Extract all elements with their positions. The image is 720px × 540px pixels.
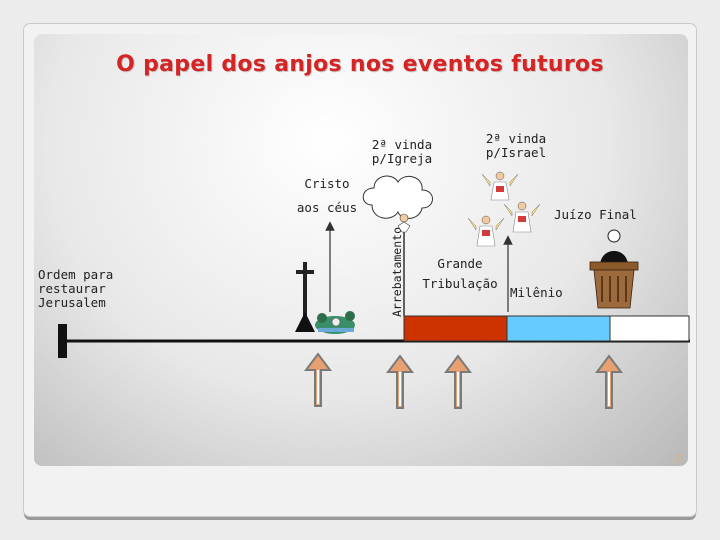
label-line: Tribulação [422, 276, 498, 291]
slide-title: O papel dos anjos nos eventos futuros [116, 52, 604, 77]
label-line: Grande [437, 256, 483, 271]
label-christ-to-heaven: Cristo aos céus [292, 172, 362, 220]
label-great-tribulation: Grande Tribulação [420, 254, 500, 294]
millennium-bar [506, 315, 611, 342]
angel-icon [467, 215, 505, 247]
arrow-highlight [399, 372, 401, 406]
label-order-restore-jerusalem: Ordem para restaurar Jerusalem [38, 268, 128, 310]
empty-tomb-icon [315, 311, 355, 334]
page-number: 13 [668, 452, 682, 465]
tribulation-bar [403, 315, 508, 342]
arrow-highlight [608, 372, 610, 406]
cloud-icon [362, 175, 433, 219]
label-line: Cristo [304, 176, 350, 191]
label-line: 2ª vinda [371, 137, 433, 152]
label-line: restaurar [38, 281, 106, 296]
label-line: aos céus [296, 200, 358, 215]
angel-icon [397, 213, 411, 233]
label-line: 2ª vinda [485, 131, 547, 146]
judge-pulpit-icon [589, 229, 639, 309]
angel-icon [481, 171, 519, 201]
slide-panel [34, 34, 688, 466]
label-line: Ordem para [38, 267, 114, 282]
eternity-bar [609, 315, 690, 342]
label-line: Jerusalem [38, 295, 106, 310]
label-second-coming-israel: 2ª vinda p/Israel [474, 132, 558, 160]
arrow-highlight [457, 372, 459, 406]
timeline-start-marker [58, 324, 67, 358]
arrow-highlight [317, 370, 319, 404]
label-millennium: Milênio [510, 285, 563, 300]
label-final-judgment: Juízo Final [554, 207, 637, 222]
label-line: p/Igreja [371, 151, 433, 166]
angel-icon [503, 201, 541, 233]
label-second-coming-church: 2ª vinda p/Igreja [360, 138, 444, 166]
cross-icon [295, 262, 315, 332]
label-line: p/Israel [485, 145, 547, 160]
